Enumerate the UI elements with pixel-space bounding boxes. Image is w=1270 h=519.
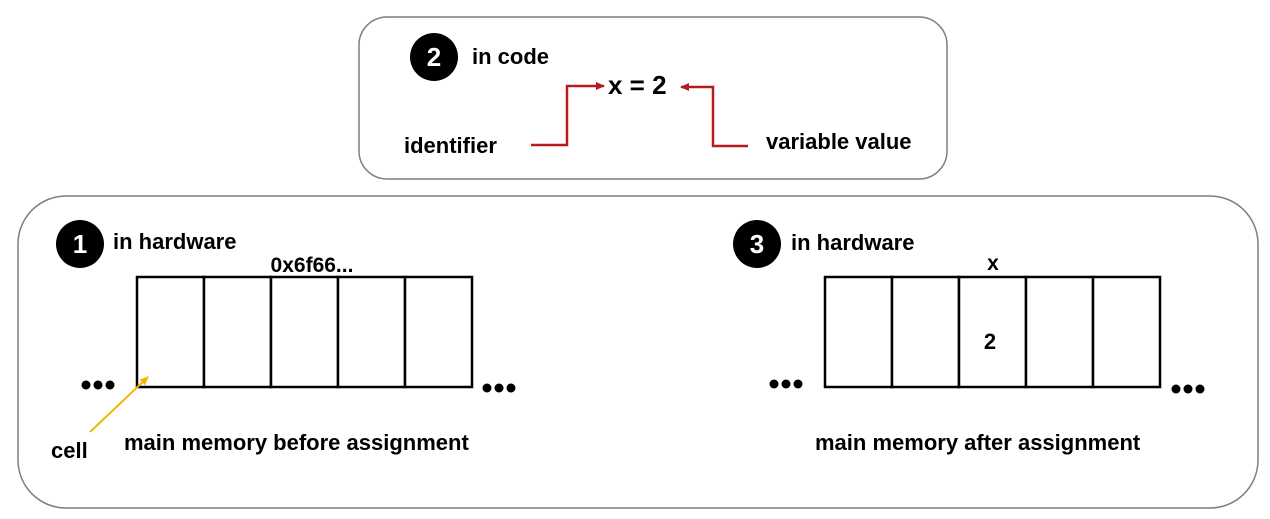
identifier-label: identifier: [404, 133, 497, 158]
ellipsis-left-dots: [769, 379, 803, 389]
step-number-3: 3: [750, 229, 764, 259]
before-panel: 1 in hardware 0x6f66... cell main memory…: [51, 220, 516, 463]
memory-cell: [823, 275, 894, 389]
memory-cell: [336, 275, 407, 389]
memory-cell: [269, 275, 340, 389]
after-heading: in hardware: [791, 230, 914, 255]
cell-pointer-arrow: [89, 376, 149, 433]
cell-label: cell: [51, 438, 88, 463]
identifier-arrow: [531, 82, 605, 147]
step-badge-3: [733, 220, 781, 268]
memory-address-label: 0x6f66...: [271, 254, 354, 277]
before-memory-cells: [135, 275, 474, 389]
code-panel: 2 in code x = 2 identifier variable valu…: [358, 16, 948, 180]
memory-cell: [1024, 275, 1095, 389]
after-memory-cells: [823, 275, 1162, 389]
before-heading: in hardware: [113, 229, 236, 254]
stored-value: 2: [984, 329, 996, 354]
ellipsis-right-dots: [1171, 384, 1205, 394]
step-number-1: 1: [73, 229, 87, 259]
memory-cell: [890, 275, 961, 389]
step-badge-2: [410, 33, 458, 81]
memory-cell-x: [957, 275, 1028, 389]
after-caption: main memory after assignment: [815, 430, 1141, 455]
hardware-panel-frame: [17, 195, 1259, 509]
variable-value-label: variable value: [766, 129, 912, 154]
after-panel: 3 in hardware x 2 main memory after assi…: [733, 220, 1205, 455]
value-arrow: [680, 83, 748, 148]
assignment-expression: x = 2: [608, 70, 667, 100]
before-caption: main memory before assignment: [124, 430, 469, 455]
ellipsis-right-dots: [482, 383, 516, 393]
ellipsis-left-dots: [81, 380, 115, 390]
memory-cell: [403, 275, 474, 389]
memory-cell: [1091, 275, 1162, 389]
step-number-2: 2: [427, 42, 441, 72]
memory-cell: [135, 275, 206, 389]
code-heading: in code: [472, 44, 549, 69]
code-panel-frame: [358, 16, 948, 180]
variable-name-label: x: [987, 252, 999, 275]
step-badge-1: [56, 220, 104, 268]
memory-cell: [202, 275, 273, 389]
